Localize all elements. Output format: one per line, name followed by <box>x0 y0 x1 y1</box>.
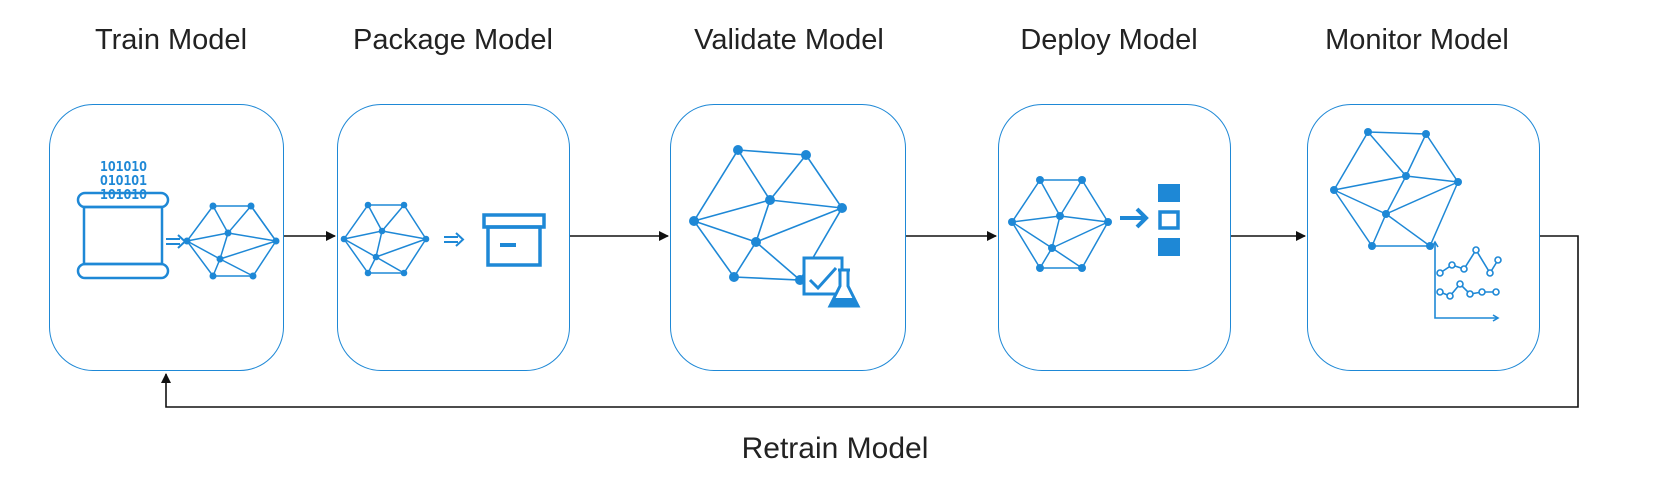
binary-line-1: 1O1O1O <box>100 160 147 175</box>
retrain-loop-label: Retrain Model <box>741 432 929 465</box>
package-network-icon <box>340 201 546 277</box>
stage-title-train: Train Model <box>94 24 248 56</box>
arrow-retrain-loop <box>161 235 1579 408</box>
stage-title-monitor: Monitor Model <box>1325 24 1509 56</box>
monitoring-chart-icon <box>1431 240 1502 322</box>
validation-test-icon <box>802 256 861 308</box>
deploy-network-icon <box>1008 176 1180 272</box>
monitor-network-icon <box>1330 128 1502 322</box>
stage-title-deploy: Deploy Model <box>1020 24 1198 56</box>
stage-box-validate <box>670 104 906 371</box>
validate-network-icon <box>689 145 861 308</box>
stage-box-monitor <box>1307 104 1540 371</box>
training-data-network-icon: 1O1O1O O1O1O1 1O1O1O <box>76 160 280 280</box>
stage-title-package: Package Model <box>353 24 553 56</box>
binary-line-2: O1O1O1 <box>100 174 147 189</box>
stage-box-train <box>49 104 284 371</box>
stage-title-validate: Validate Model <box>694 24 884 56</box>
binary-line-3: 1O1O1O <box>100 188 147 203</box>
